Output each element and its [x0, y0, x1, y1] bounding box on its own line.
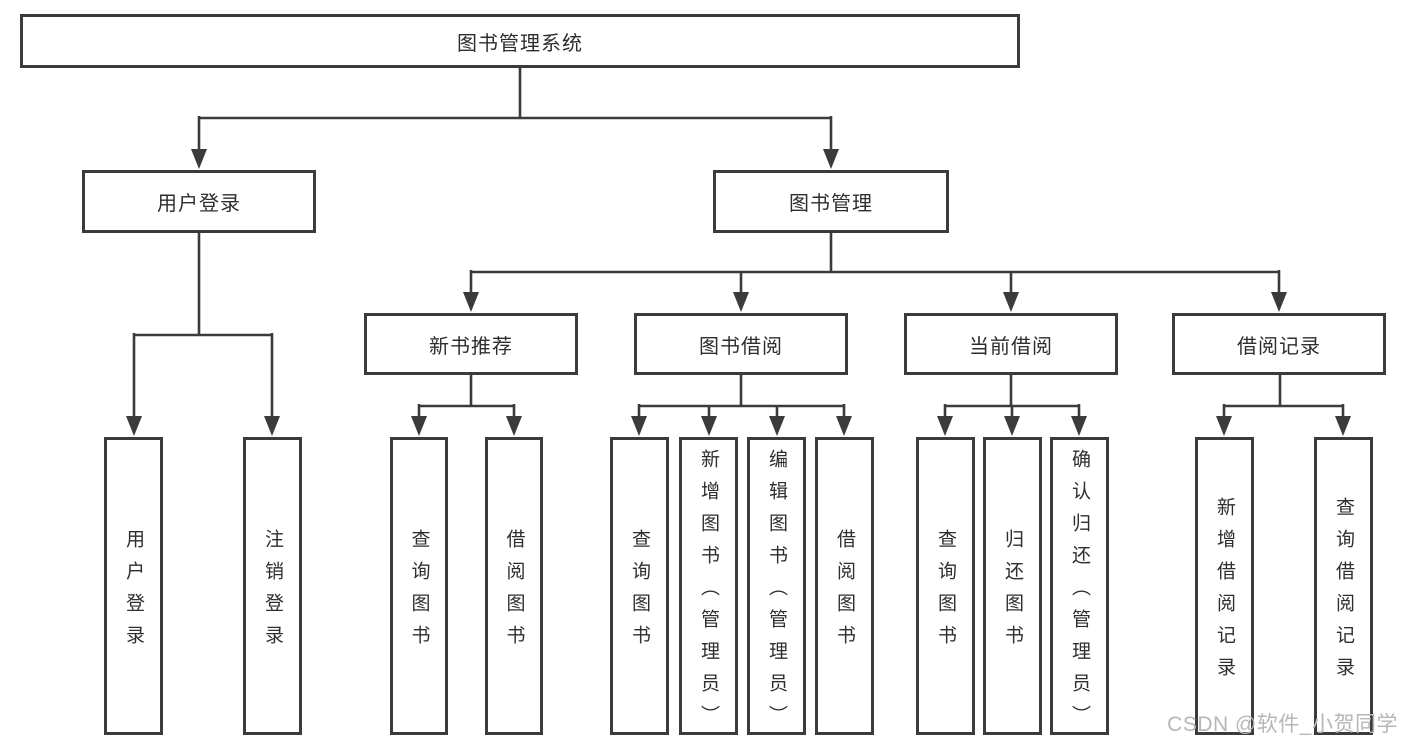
- node-label: 借阅记录: [1237, 335, 1321, 358]
- connector-root-to-level1: [191, 68, 839, 169]
- node-library-management-system: 图书管理系统: [20, 14, 1020, 68]
- down-arrowhead-icon: [1216, 416, 1232, 436]
- connector-borrow-record-to-leaves: [1216, 375, 1351, 436]
- node-label: 查询借阅记录: [1333, 496, 1354, 689]
- connector-line: [417, 375, 516, 420]
- connector-book-management-to-level2: [463, 233, 1287, 312]
- node-new-book-recommend: 新书推荐: [364, 313, 578, 375]
- node-leaf-query-books-1: 查询图书: [390, 437, 448, 735]
- node-book-management: 图书管理: [713, 170, 949, 233]
- node-label: 用户登录: [157, 193, 241, 215]
- node-leaf-return-books: 归还图书: [983, 437, 1042, 735]
- node-label: 查询图书: [408, 528, 430, 657]
- node-label: 新增借阅记录: [1214, 496, 1235, 689]
- node-label: 新书推荐: [429, 335, 513, 358]
- node-leaf-logout: 注销登录: [243, 437, 302, 735]
- node-label: 归还图书: [1002, 528, 1023, 657]
- node-label: 图书管理: [789, 193, 873, 215]
- node-leaf-query-borrow-record: 查询借阅记录: [1314, 437, 1373, 735]
- down-arrowhead-icon: [126, 416, 142, 436]
- node-leaf-edit-books-admin: 编辑图书（管理员）: [747, 437, 806, 737]
- down-arrowhead-icon: [733, 292, 749, 312]
- down-arrowhead-icon: [1335, 416, 1351, 436]
- node-leaf-borrow-books-1: 借阅图书: [485, 437, 543, 735]
- node-label: 图书管理系统: [457, 32, 583, 55]
- node-label: 用户登录: [123, 528, 144, 657]
- node-label: 注销登录: [262, 528, 283, 657]
- node-label: 当前借阅: [969, 335, 1053, 358]
- down-arrowhead-icon: [411, 416, 427, 436]
- connector-new-book-to-leaves: [411, 375, 522, 436]
- down-arrowhead-icon: [836, 416, 852, 436]
- node-leaf-query-books-3: 查询图书: [916, 437, 975, 735]
- node-book-borrowing: 图书借阅: [634, 313, 848, 375]
- down-arrowhead-icon: [1003, 292, 1019, 312]
- csdn-watermark: CSDN @软件_小贺同学: [1167, 713, 1398, 736]
- node-leaf-add-borrow-record: 新增借阅记录: [1195, 437, 1254, 735]
- node-label: 图书借阅: [699, 335, 783, 358]
- down-arrowhead-icon: [631, 416, 647, 436]
- connector-current-borrow-to-leaves: [937, 375, 1087, 436]
- connector-line: [1222, 375, 1345, 420]
- down-arrowhead-icon: [1271, 292, 1287, 312]
- down-arrowhead-icon: [1071, 416, 1087, 436]
- down-arrowhead-icon: [191, 149, 207, 169]
- node-borrowing-records: 借阅记录: [1172, 313, 1386, 375]
- down-arrowhead-icon: [701, 416, 717, 436]
- node-label: 借阅图书: [503, 528, 525, 657]
- down-arrowhead-icon: [1004, 416, 1020, 436]
- node-leaf-borrow-books-2: 借阅图书: [815, 437, 874, 735]
- node-leaf-user-login: 用户登录: [104, 437, 163, 735]
- node-current-borrowing: 当前借阅: [904, 313, 1118, 375]
- node-leaf-add-books-admin: 新增图书（管理员）: [679, 437, 738, 737]
- node-label: 查询图书: [935, 528, 956, 657]
- node-label: 编辑图书（管理员）: [766, 448, 787, 737]
- connector-line: [197, 68, 833, 153]
- node-label: 新增图书（管理员）: [698, 448, 719, 737]
- down-arrowhead-icon: [463, 292, 479, 312]
- connector-line: [132, 233, 274, 420]
- connector-line: [469, 233, 1281, 296]
- node-label: 借阅图书: [834, 528, 855, 657]
- down-arrowhead-icon: [264, 416, 280, 436]
- node-leaf-confirm-return-admin: 确认归还（管理员）: [1050, 437, 1109, 737]
- down-arrowhead-icon: [937, 416, 953, 436]
- down-arrowhead-icon: [506, 416, 522, 436]
- connector-line: [637, 375, 846, 420]
- connector-book-borrow-to-leaves: [631, 375, 852, 436]
- connector-line: [943, 375, 1081, 420]
- node-leaf-query-books-2: 查询图书: [610, 437, 669, 735]
- node-user-login: 用户登录: [82, 170, 316, 233]
- connector-user-login-to-leaves: [126, 233, 280, 436]
- down-arrowhead-icon: [769, 416, 785, 436]
- node-label: 查询图书: [629, 528, 650, 657]
- down-arrowhead-icon: [823, 149, 839, 169]
- node-label: 确认归还（管理员）: [1069, 448, 1090, 737]
